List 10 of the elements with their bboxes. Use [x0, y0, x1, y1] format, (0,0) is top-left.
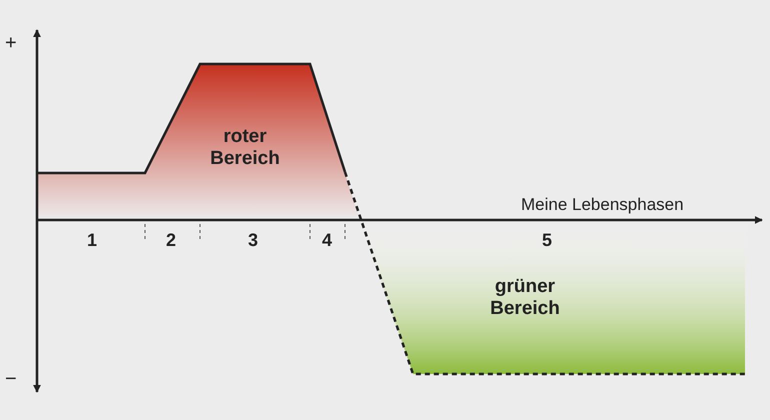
phase-number: 3 [248, 230, 258, 251]
plus-sign: + [5, 32, 17, 55]
axis-label: Meine Lebensphasen [521, 195, 684, 215]
area-label: roter Bereich [209, 126, 281, 170]
phase-number: 5 [542, 230, 552, 251]
minus-sign: − [5, 368, 17, 391]
phase-number: 4 [322, 230, 332, 251]
area-label: grüner Bereich [489, 276, 561, 320]
phase-number: 1 [87, 230, 98, 251]
phase-number: 2 [166, 230, 176, 251]
